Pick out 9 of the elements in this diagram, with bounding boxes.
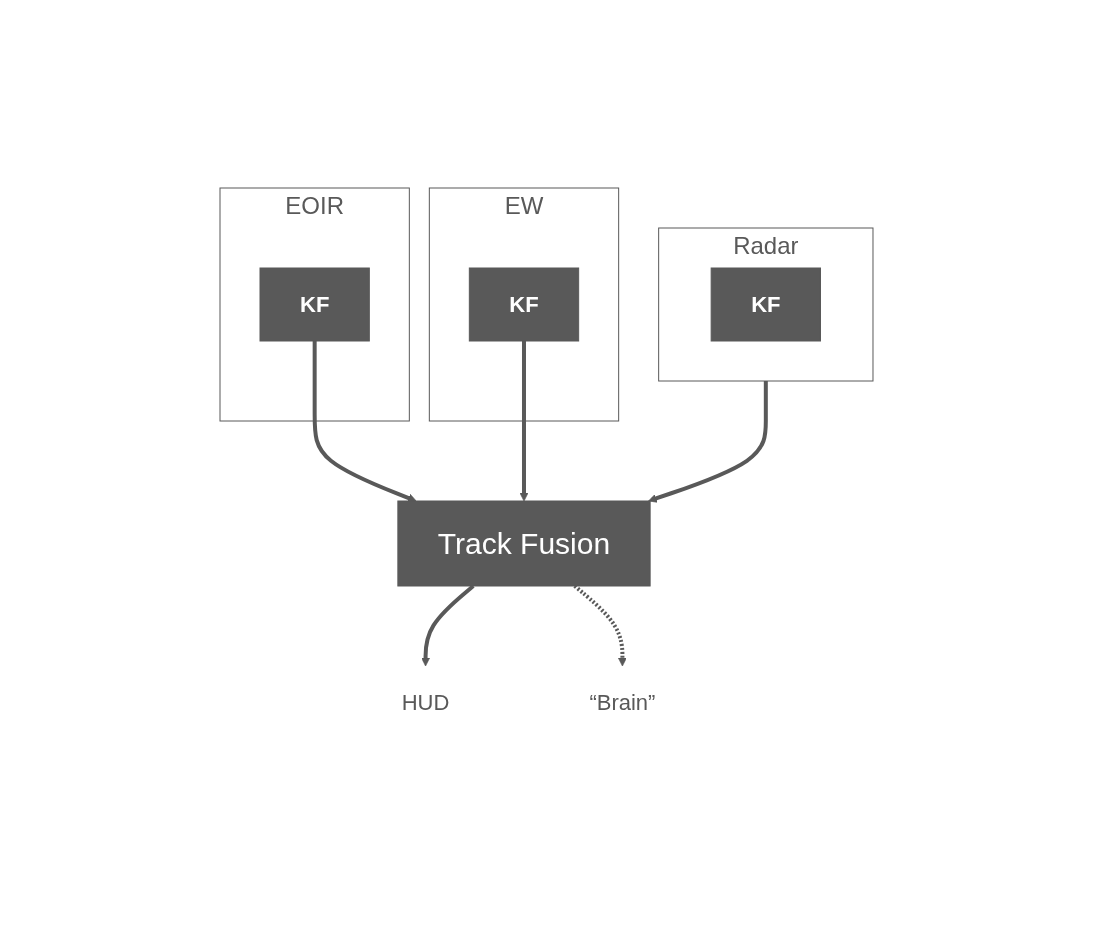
arrow	[519, 341, 529, 502]
node-box: KF	[468, 267, 580, 342]
node-box: KF	[710, 267, 821, 342]
node-box: KF	[259, 267, 370, 342]
arrow	[312, 341, 417, 503]
node-box: Track Fusion	[397, 500, 651, 587]
node-text: “Brain”	[589, 690, 656, 715]
arrow	[648, 381, 768, 503]
node-text: HUD	[401, 690, 450, 715]
